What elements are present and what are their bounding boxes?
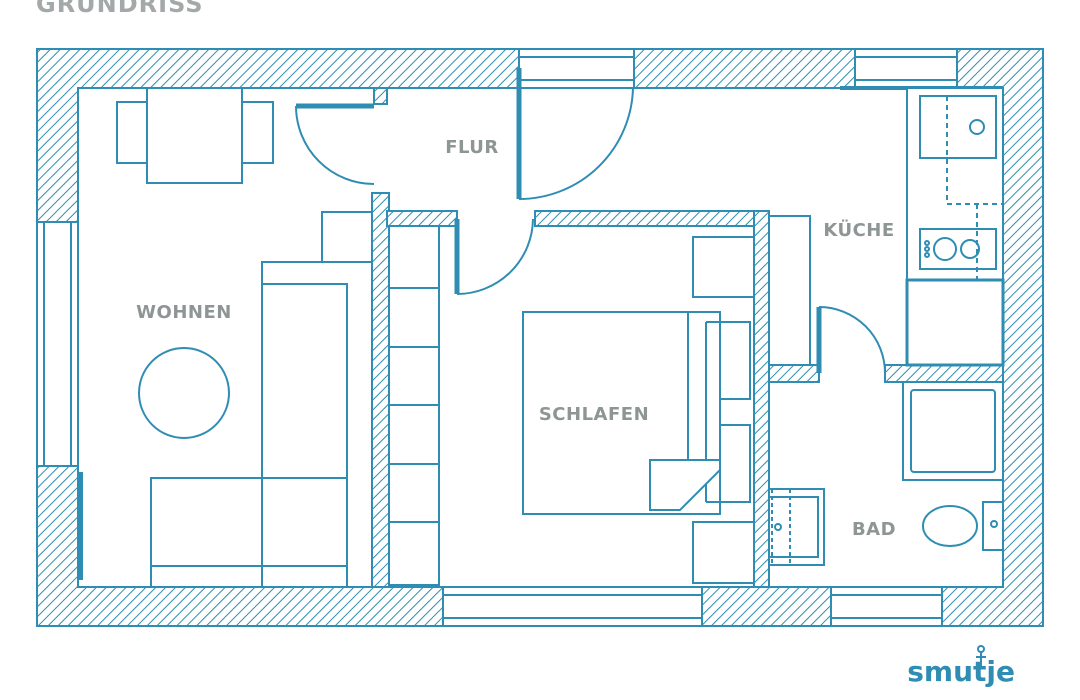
washbasin (768, 488, 825, 566)
door-wohnen-swing (295, 105, 375, 185)
wall-schlafen-right (753, 210, 770, 588)
nightstand-top (692, 236, 755, 298)
window-wohnen (36, 221, 79, 467)
chair-right (241, 101, 274, 164)
sofa (150, 261, 373, 588)
stove-icon (933, 237, 957, 261)
wardrobe (388, 225, 440, 586)
wall-schlafen-top (534, 210, 770, 227)
toilet (922, 501, 1004, 551)
room-label-schlafen: SCHLAFEN (539, 404, 649, 425)
window-bad (830, 586, 943, 627)
bed (522, 311, 751, 515)
shower (902, 381, 1004, 481)
room-label-flur: FLUR (445, 137, 499, 158)
anchor-icon (976, 645, 986, 668)
brand-logo: smutje (907, 645, 1015, 688)
door-schlafen-swing (456, 218, 534, 295)
wall-wohnen-schlafen (371, 192, 390, 588)
room-label-kueche: KÜCHE (823, 219, 894, 241)
wall-flur-left-top (373, 87, 388, 105)
window-flur (518, 48, 635, 89)
kitchen-shelf (768, 215, 811, 366)
wall-wardrobe-top (386, 210, 458, 227)
door-entrance-swing (518, 87, 634, 200)
chair-left (116, 101, 148, 164)
sink-icon (969, 119, 985, 135)
kitchen-counter (906, 87, 1004, 281)
room-label-wohnen: WOHNEN (136, 302, 232, 323)
window-kueche (854, 48, 958, 89)
side-table (321, 211, 373, 263)
nightstand-bottom (692, 521, 755, 584)
coffee-table (138, 347, 230, 439)
door-bad-swing (818, 306, 886, 374)
page-title: GRUNDRISS (36, 0, 204, 18)
wall-bad-top-right (884, 364, 1004, 383)
window-schlafen (442, 586, 703, 627)
dining-table (146, 87, 243, 184)
wall-bad-top (768, 364, 820, 383)
fridge (905, 278, 1005, 367)
logo-text: smutje (907, 655, 1015, 688)
room-label-bad: BAD (852, 519, 896, 540)
